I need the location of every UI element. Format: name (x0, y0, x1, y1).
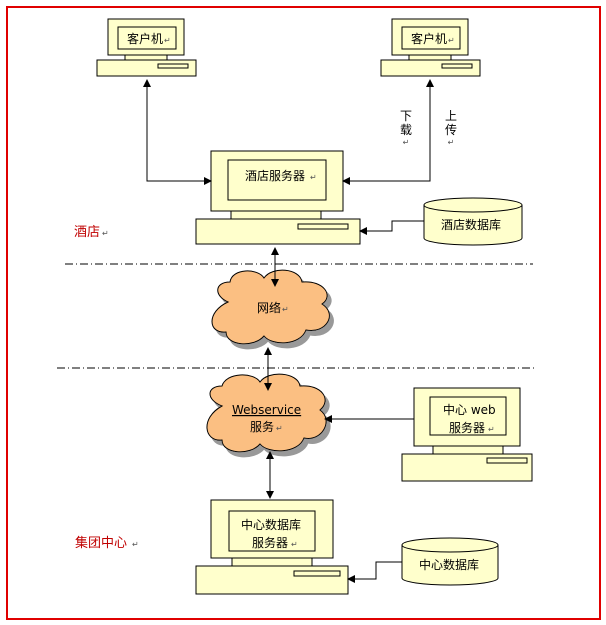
center-db-server-label-2: 服务器 (252, 535, 288, 550)
para-mark: ↵ (276, 424, 283, 433)
network-label: 网络 (257, 300, 281, 315)
para-mark: ↵ (164, 36, 171, 45)
center-db-server-label-1: 中心数据库 (241, 517, 301, 532)
para-mark: ↵ (488, 425, 495, 434)
client-right-computer: 客户机 ↵ (380, 18, 481, 77)
download-label-1: 下 (400, 109, 412, 123)
hotel-db-link (359, 220, 424, 235)
client-right-label: 客户机 (411, 31, 447, 46)
webservice-label-1: Webservice (232, 403, 301, 417)
group-section-label: 集团中心 (75, 535, 127, 551)
para-mark: ↵ (310, 173, 317, 182)
upload-label-1: 上 (445, 109, 457, 123)
center-database-cylinder: 中心数据库 (401, 537, 499, 586)
para-mark: ↵ (448, 138, 455, 147)
para-mark: ↵ (448, 36, 455, 45)
network-cloud (211, 269, 330, 345)
center-db-link (347, 561, 402, 583)
para-mark: ↵ (403, 138, 410, 147)
client-right-link (342, 79, 434, 185)
para-mark: ↵ (282, 305, 289, 314)
center-database-label: 中心数据库 (419, 557, 479, 572)
client-left-link (143, 79, 212, 185)
download-label-2: 载 (400, 123, 412, 137)
client-left-computer: 客户机 ↵ (96, 18, 197, 77)
center-web-label-1: 中心 web (443, 402, 496, 417)
webservice-cloud (206, 373, 327, 453)
diagram-frame (6, 6, 601, 620)
hotel-server-label: 酒店服务器 (245, 168, 305, 183)
hotel-section-label: 酒店 (74, 225, 100, 240)
hotel-database-label: 酒店数据库 (441, 217, 501, 232)
center-db-server-computer: 中心数据库 服务器 ↵ (195, 499, 349, 595)
upload-label-2: 传 (445, 122, 457, 137)
para-mark: ↵ (132, 540, 139, 549)
center-web-label-2: 服务器 (449, 420, 485, 435)
center-web-server-computer: 中心 web 服务器 ↵ (401, 387, 533, 482)
client-left-label: 客户机 (127, 31, 163, 46)
para-mark: ↵ (291, 540, 298, 549)
para-mark: ↵ (102, 229, 109, 238)
hotel-server-computer: 酒店服务器 ↵ (195, 150, 361, 245)
webservice-label-2: 服务 (250, 419, 274, 434)
hotel-database-cylinder: 酒店数据库 (423, 197, 523, 246)
